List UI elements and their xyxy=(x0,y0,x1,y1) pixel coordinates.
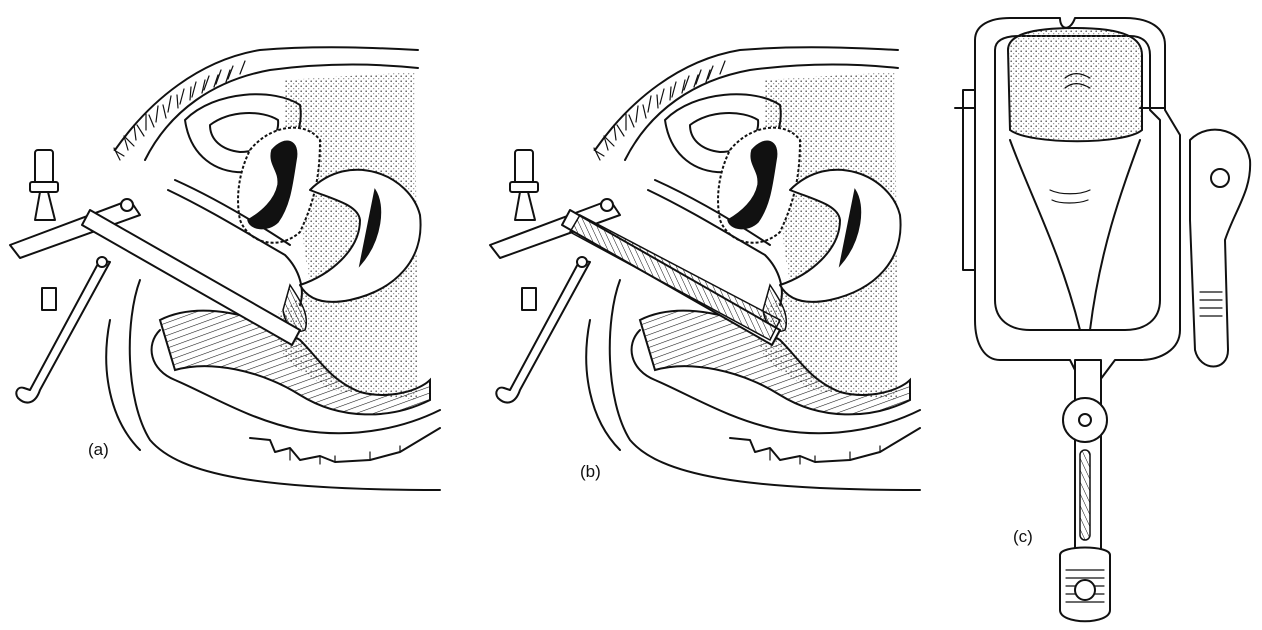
panel-b-illustration xyxy=(490,47,920,490)
panel-label-c: (c) xyxy=(1013,527,1033,547)
panel-c-instrument xyxy=(955,18,1250,621)
panel-label-a: (a) xyxy=(88,440,109,460)
panel-label-b: (b) xyxy=(580,462,601,482)
panel-a-illustration xyxy=(10,47,440,490)
